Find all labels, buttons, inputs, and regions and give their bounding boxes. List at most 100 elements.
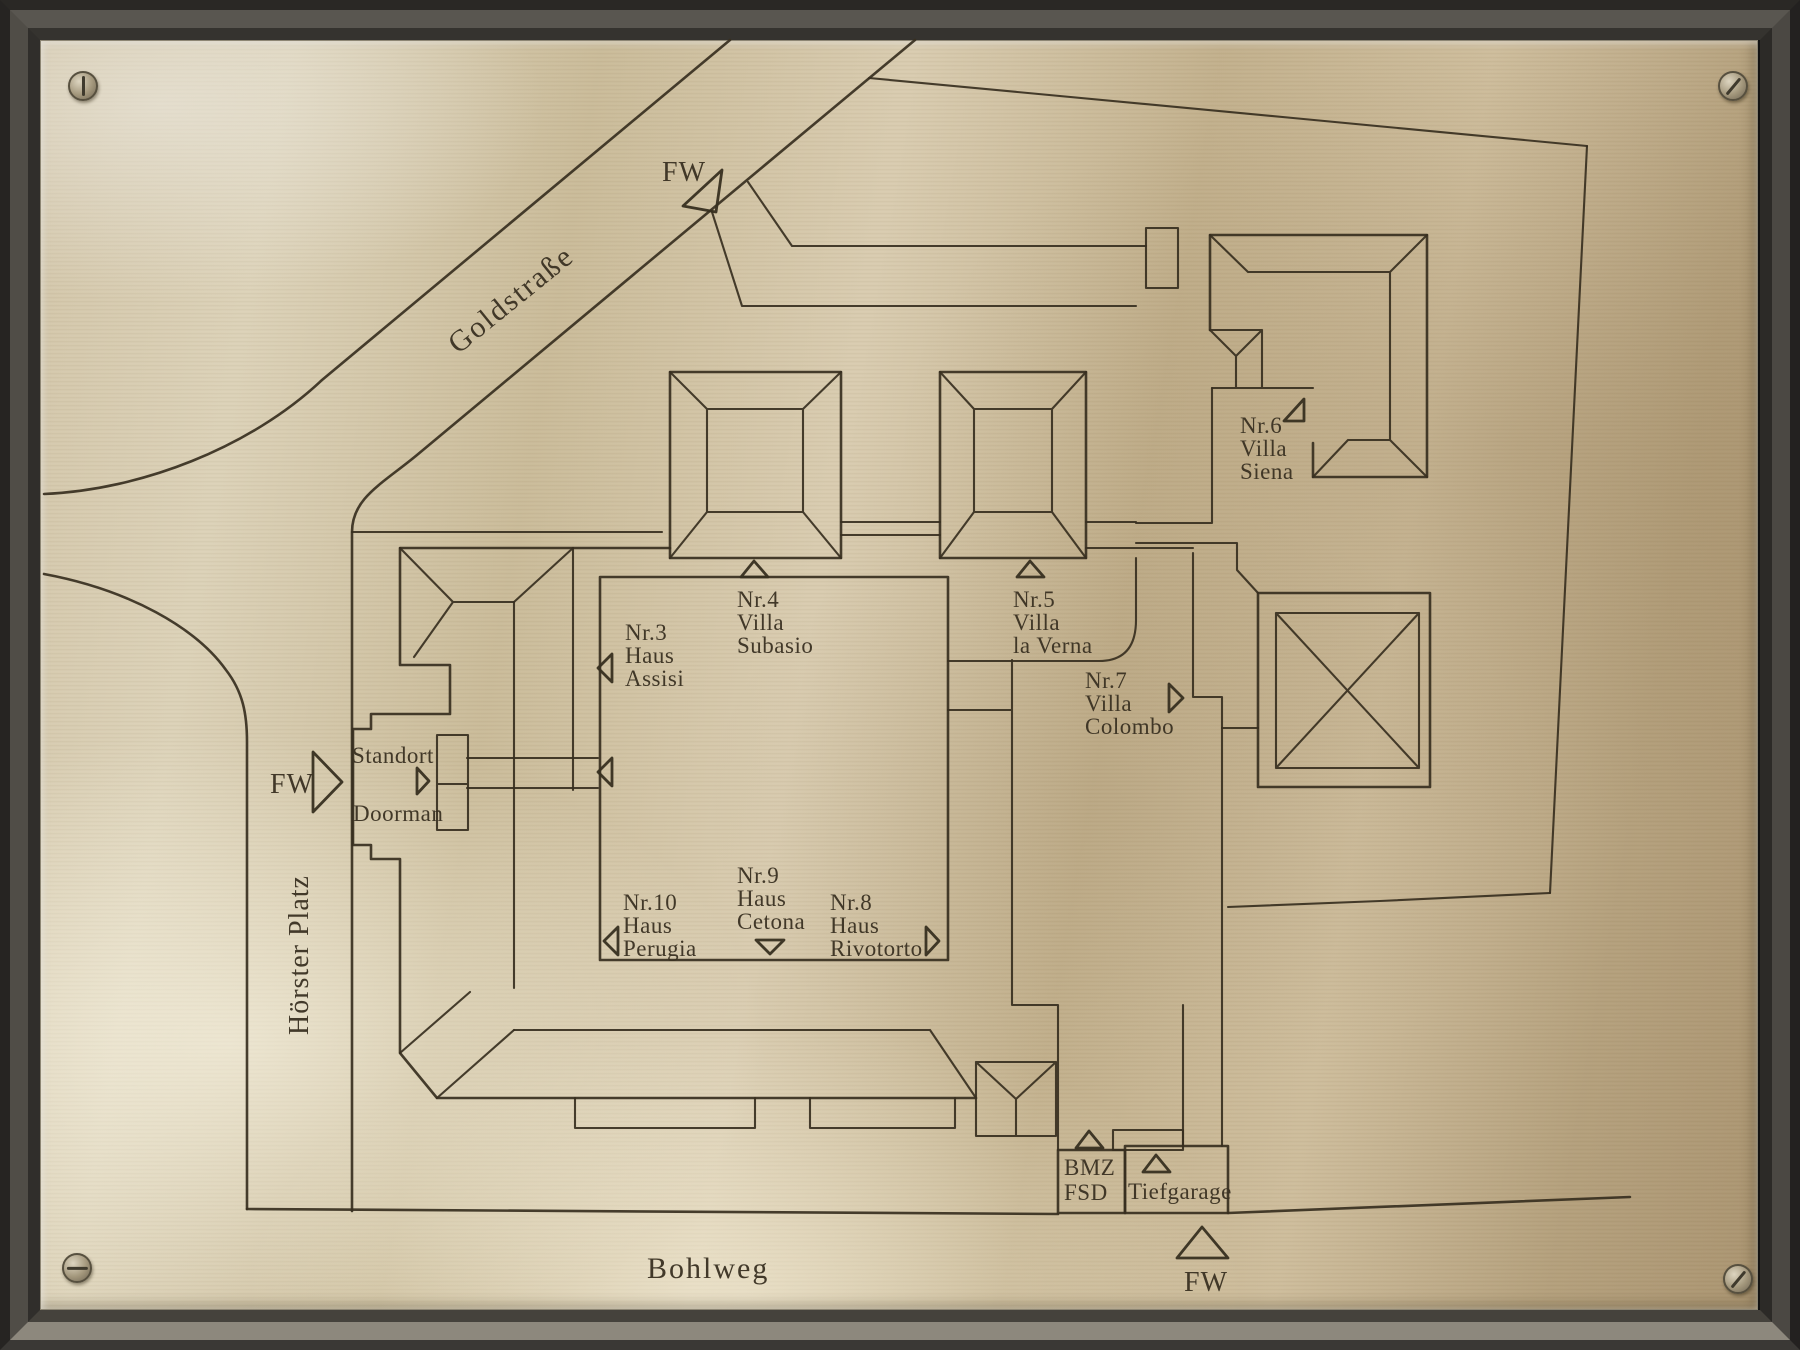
entrance-nr10-icon	[602, 925, 620, 957]
entrance-nr3-icon	[596, 652, 614, 684]
labels: Goldstraße Bohlweg Hörster Platz FW FW F…	[270, 157, 1294, 1298]
x-building-outer	[1256, 591, 1432, 789]
boundary-right-return	[1226, 891, 1552, 909]
fw-bottom-label: FW	[1184, 1267, 1228, 1298]
southwest-hip-roof	[398, 990, 516, 1100]
label-nr4: Nr.4 Villa Subasio	[737, 587, 813, 658]
svg-text:Subasio: Subasio	[737, 633, 813, 658]
label-nr7: Nr.7 Villa Colombo	[1085, 668, 1174, 739]
svg-text:Colombo: Colombo	[1085, 714, 1174, 739]
curved-court-road	[946, 556, 1138, 663]
svg-text:Haus: Haus	[625, 643, 674, 668]
svg-text:Villa: Villa	[1085, 691, 1132, 716]
bohlweg-edge-east	[1226, 1195, 1632, 1215]
entrance-nr4-icon	[739, 559, 770, 579]
hoerster-platz-west-edge	[42, 572, 249, 1211]
goldstrasse-se-edge	[350, 38, 917, 1213]
svg-text:Nr.9: Nr.9	[737, 863, 779, 888]
entrance-bmz-icon	[1074, 1129, 1105, 1150]
x-roof-building	[1256, 591, 1432, 789]
siena-roof-plateau	[1208, 233, 1429, 479]
label-nr6: Nr.6 Villa Siena	[1240, 413, 1294, 484]
label-nr3: Nr.3 Haus Assisi	[625, 620, 684, 691]
frame-inner	[28, 28, 1772, 1322]
garage-top-block	[1111, 1128, 1185, 1152]
doorman-lodge	[435, 733, 470, 832]
access-road-end-structure	[1144, 226, 1180, 290]
svg-text:Cetona: Cetona	[737, 909, 805, 934]
entrance-nr7-icon	[1167, 682, 1185, 714]
central-complex-buildings	[351, 546, 1060, 1152]
entrance-markers	[311, 168, 1306, 1260]
screw-bottom-right-icon	[1723, 1264, 1753, 1294]
siena-west-arm	[1208, 328, 1315, 390]
screw-bottom-left-icon	[62, 1253, 92, 1283]
fw-top-label: FW	[662, 157, 706, 188]
east-wing	[946, 658, 1060, 1152]
svg-text:Nr.10: Nr.10	[623, 890, 677, 915]
label-nr5: Nr.5 Villa la Verna	[1013, 587, 1092, 658]
frame-band	[10, 10, 1790, 1340]
standort-marker-icon	[415, 766, 431, 796]
svg-text:Nr.7: Nr.7	[1085, 668, 1127, 693]
svg-text:Siena: Siena	[1240, 459, 1294, 484]
fw-west-label: FW	[270, 769, 314, 800]
inner-courtyard	[598, 575, 950, 962]
label-bmz-fsd: BMZ FSD	[1064, 1155, 1115, 1205]
tower-nr5-roof	[938, 370, 1088, 560]
goldstrasse-nw-edge	[42, 38, 732, 496]
bohlweg-edge-west	[245, 1207, 1060, 1216]
standort-label: Standort	[352, 743, 434, 768]
x-building-roof	[1274, 611, 1421, 770]
entrance-nr5-icon	[1015, 559, 1046, 579]
boundary-top	[867, 76, 1589, 148]
entrance-west-court-icon	[596, 756, 614, 788]
svg-text:Villa: Villa	[1013, 610, 1060, 635]
garage-corridor	[1181, 726, 1224, 1148]
south-wing-annexes	[573, 1096, 957, 1130]
svg-text:Haus: Haus	[737, 886, 786, 911]
svg-text:Nr.3: Nr.3	[625, 620, 667, 645]
entrance-nr6-icon	[1282, 397, 1306, 423]
access-road-south-edge	[710, 210, 1138, 308]
entrance-passage	[465, 756, 600, 790]
svg-text:Nr.6: Nr.6	[1240, 413, 1282, 438]
svg-text:Nr.8: Nr.8	[830, 890, 872, 915]
svg-text:BMZ: BMZ	[1064, 1155, 1115, 1180]
label-nr9: Nr.9 Haus Cetona	[737, 863, 805, 934]
screw-top-left-icon	[68, 71, 98, 101]
south-wing-ridge	[512, 1028, 978, 1100]
fw-top-marker-icon	[681, 168, 724, 214]
svg-text:FSD: FSD	[1064, 1180, 1108, 1205]
tower-nr4-roof	[668, 370, 843, 560]
walkway-between-towers	[839, 520, 942, 537]
square-label-hoerster-platz: Hörster Platz	[284, 875, 315, 1035]
tower-nr4-outer	[668, 370, 843, 560]
entrance-nr8-icon	[924, 925, 941, 957]
tower-buildings	[668, 370, 1088, 560]
street-and-boundary-lines	[42, 38, 1632, 1216]
label-nr10: Nr.10 Haus Perugia	[623, 890, 697, 961]
siena-court-walls	[1134, 386, 1260, 595]
tiefgarage-block	[1123, 1144, 1230, 1215]
svg-text:Haus: Haus	[830, 913, 879, 938]
access-road-north-edge	[746, 180, 1148, 248]
street-label-bohlweg: Bohlweg	[647, 1252, 769, 1285]
label-nr8: Nr.8 Haus Rivotorto	[830, 890, 922, 961]
walkway-east-of-tower	[1084, 520, 1195, 550]
screw-top-right-icon	[1718, 71, 1748, 101]
svg-text:Villa: Villa	[1240, 436, 1287, 461]
entrance-nr9-icon	[754, 938, 786, 956]
svg-text:Haus: Haus	[623, 913, 672, 938]
svg-text:Perugia: Perugia	[623, 936, 697, 961]
label-tiefgarage: Tiefgarage	[1128, 1179, 1232, 1204]
doorman-label: Doorman	[353, 801, 443, 826]
northwest-hip-roof	[398, 546, 575, 659]
svg-text:Villa: Villa	[737, 610, 784, 635]
boundary-right	[1548, 144, 1589, 895]
villa-siena-complex	[1134, 233, 1429, 595]
fw-bottom-marker-icon	[1175, 1225, 1230, 1260]
entrance-garage-icon	[1141, 1153, 1172, 1174]
